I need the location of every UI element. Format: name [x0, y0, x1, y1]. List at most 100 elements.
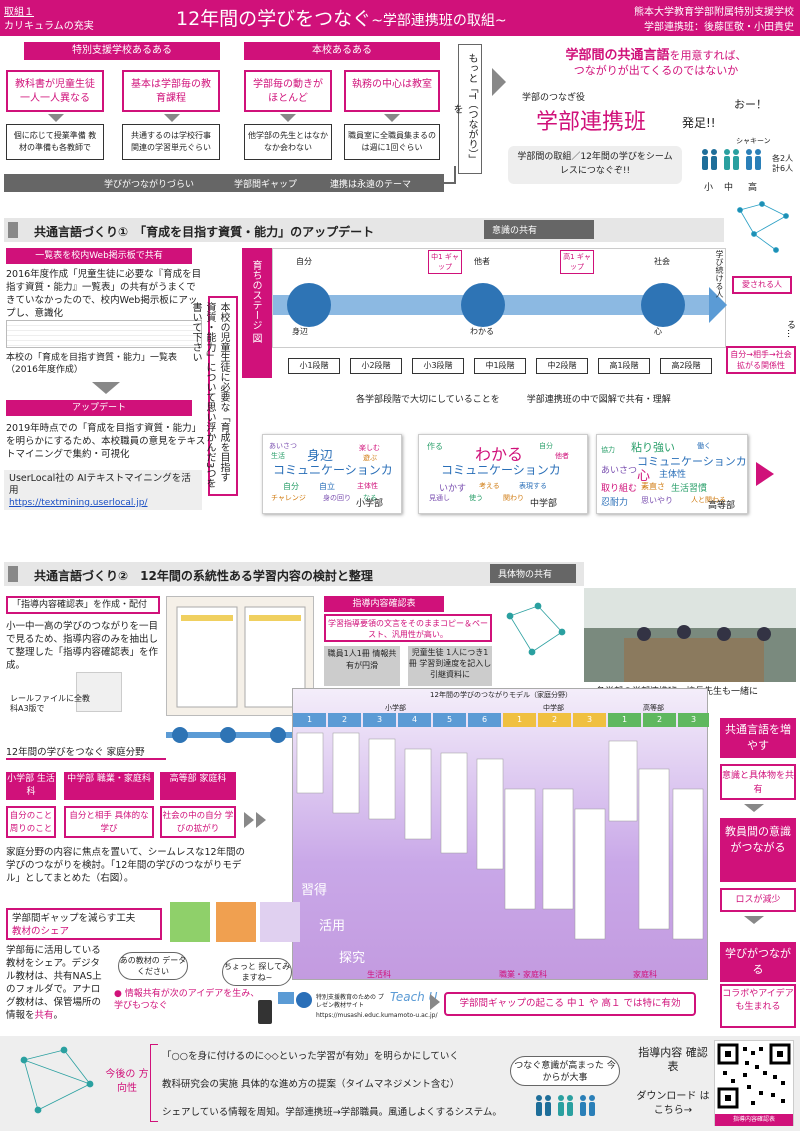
stage-sho2: 小2段階	[350, 358, 402, 374]
shakai-note: 社会生活が近づくにつれ、求めたいことは増える…	[785, 320, 800, 509]
model-num: 1	[293, 713, 326, 727]
cloud1-word: 自立	[319, 482, 335, 491]
sec1-head	[4, 218, 724, 242]
site-url[interactable]: https://musashi.educ.kumamoto-u.ac.jp/	[316, 1012, 438, 1019]
cloud1-word: 楽しむ	[359, 444, 380, 452]
cloud-label-ko: 高等部	[708, 501, 736, 511]
motto-vertical: もっと「T（つながり）」を	[451, 44, 482, 174]
honko-box-1: 学部毎の動きがほとんど	[244, 70, 332, 112]
sec2-tag: 具体物の共有	[490, 564, 576, 583]
model-foot-3: 家庭科	[633, 970, 657, 979]
renkei-title: 学部連携班	[536, 110, 647, 135]
cloud3-word: あいさつ	[601, 466, 638, 476]
bunya-chu: 中学部 職業・家庭科	[64, 772, 154, 800]
cloud1-word: なる	[363, 494, 377, 502]
stage-ko1: 高1段階	[598, 358, 650, 374]
network-graphic	[732, 200, 796, 256]
arrow-right	[492, 68, 506, 96]
lan-text: 2016年度作成「児童生徒に必要な『育成を目指す資質・能力』一覧表」の共有がうま…	[6, 269, 202, 319]
kakunin-title: 指導内容確認表	[324, 596, 444, 612]
gap-bar	[4, 174, 444, 192]
team-photo	[584, 588, 796, 682]
jibun-aite-box: 自分→相手→社会 拡がる関係性	[726, 346, 796, 374]
bottom-people	[534, 1094, 604, 1118]
cloud2-word: わかる	[475, 445, 524, 464]
cloud1-word: チャレンジ	[271, 494, 306, 502]
model-num: 4	[398, 713, 431, 727]
shakin-label: シャキーン	[736, 137, 771, 145]
cloud1-word: 自分	[283, 482, 299, 491]
shidou-text: 小一中一高の学びのつながりを一目で見るため、指導内容のみを抽出して整理した「指導…	[6, 621, 159, 671]
stage-label: 育ちのステージ 図	[250, 260, 261, 344]
userlocal-link[interactable]: https://textmining.userlocal.jp/	[9, 498, 148, 508]
cloud3-word: 粘り強い	[631, 441, 675, 454]
stage-ko2: 高2段階	[660, 358, 712, 374]
arrow-down	[92, 382, 120, 394]
word-cloud-chu: わかる コミュニケーションカ 作る いかす 考える 表現する 自分 他者 見通し…	[418, 434, 588, 514]
stage-bottom-2: わかる	[470, 327, 494, 336]
cloud2-word: 見通し	[429, 494, 450, 502]
cloud3-word: 思いやり	[641, 496, 673, 505]
gap-bar-2: 学部間ギャップ	[234, 180, 298, 190]
site-logo: Teach U	[390, 990, 438, 1004]
oh-label: おー！	[734, 98, 767, 111]
arrow-down	[280, 114, 296, 122]
model-num: 3	[678, 713, 709, 727]
arrow-down	[164, 114, 180, 122]
device-icon	[258, 1000, 272, 1024]
bottom-line-1: 「○○を身に付けるのに◇◇といった学習が有効」を明らかにしていく	[162, 1051, 459, 1062]
sec2-head	[4, 562, 584, 586]
bunya-ko: 高等部 家庭科	[160, 772, 236, 800]
model-num: 3	[573, 713, 606, 727]
qr-code[interactable]: 指導内容確認表	[714, 1040, 794, 1126]
model-chart: 12年間の学びのつながりモデル（家庭分野） 小学部 中学部 高等部 1 2 3 …	[292, 688, 709, 980]
cloud-label-chu: 中学部	[530, 499, 558, 509]
stage-caption: 各学部段階で大切にしていることを 学部連携班の中で図解で共有・理解	[356, 395, 671, 405]
model-num: 3	[363, 713, 396, 727]
rail-text: レールファイルに全教科A3版で	[10, 694, 90, 713]
model-num: 1	[608, 713, 641, 727]
gap-title: 学部間ギャップを減らす工夫 教材のシェア	[6, 908, 162, 940]
honko-box-1b: 他学部の先生とはなかなか会わない	[244, 124, 332, 160]
cloud3-word: 素直さ	[641, 482, 665, 491]
kyouzai-label: 教材のシェア	[12, 926, 70, 937]
sec1-marker	[8, 222, 18, 238]
speech-chotto: ちょっと 探してみますね~	[222, 958, 292, 986]
cloud2-word: 使う	[469, 494, 483, 502]
update-text: 2019年時点での「育成を目指す資質・能力」を明らかにするため、本校職員の意見を…	[6, 423, 206, 460]
download-label: 指導内容 確認表	[638, 1046, 708, 1073]
folder-icon	[278, 992, 294, 1004]
jidou-box: 児童生徒 1人につき1冊 学習到達度を記入し引継資料に	[408, 646, 492, 686]
hassoku-label: 発足!!	[682, 116, 716, 130]
stage-diagram	[272, 248, 727, 348]
table-caption: 本校の「育成を目指す資質・能力」一覧表（2016年度作成）	[6, 353, 178, 375]
stage-sho3: 小3段階	[412, 358, 464, 374]
bunya-desc-chu: 自分と相手 具体的な学び	[64, 806, 154, 838]
document-photo	[166, 596, 314, 716]
userlocal-box: UserLocal社の AIテキストマイニングを活用 https://textm…	[4, 470, 202, 510]
cloud-label-sho: 小学部	[356, 499, 384, 509]
cloud2-word: 他者	[555, 452, 569, 460]
arrow-down	[384, 114, 400, 122]
download-label-2[interactable]: ダウンロード はこちら→	[636, 1091, 710, 1116]
kongo-label: 今後の 方向性	[105, 1069, 149, 1094]
model-head-ko: 高等部	[643, 704, 664, 712]
right-1-title: 共通言語を増やす	[720, 718, 796, 758]
right-2-sub: ロスが減少	[720, 888, 796, 912]
model-num: 6	[468, 713, 501, 727]
rail-file-photo	[76, 672, 122, 712]
stage-top-1: 自分	[296, 257, 312, 266]
cloud1-word: 主体性	[357, 482, 378, 490]
katei-title: 12年間の学びをつなぐ 家庭分野	[6, 744, 166, 760]
tsunagi-label: 学部のつなぎ役	[522, 93, 586, 103]
arrow-right	[756, 462, 774, 486]
cloud2-word: 作る	[427, 442, 443, 451]
gap-chu1: 中1 ギャップ	[428, 250, 462, 274]
level-shutoku: 習得	[301, 883, 328, 898]
katei-text: 家庭分野の内容に焦点を置いて、シームレスな12年間の学びのつながりを検討。「12…	[6, 847, 246, 884]
cloud3-word: 生活習慣	[671, 484, 708, 494]
cloud2-word: 関わり	[503, 494, 524, 502]
joho-text: ● 情報共有が次のアイデアを生み、学びもつなぐ	[114, 989, 260, 1011]
cloud2-word: いかす	[439, 484, 467, 494]
stage-sho1: 小1段階	[288, 358, 340, 374]
